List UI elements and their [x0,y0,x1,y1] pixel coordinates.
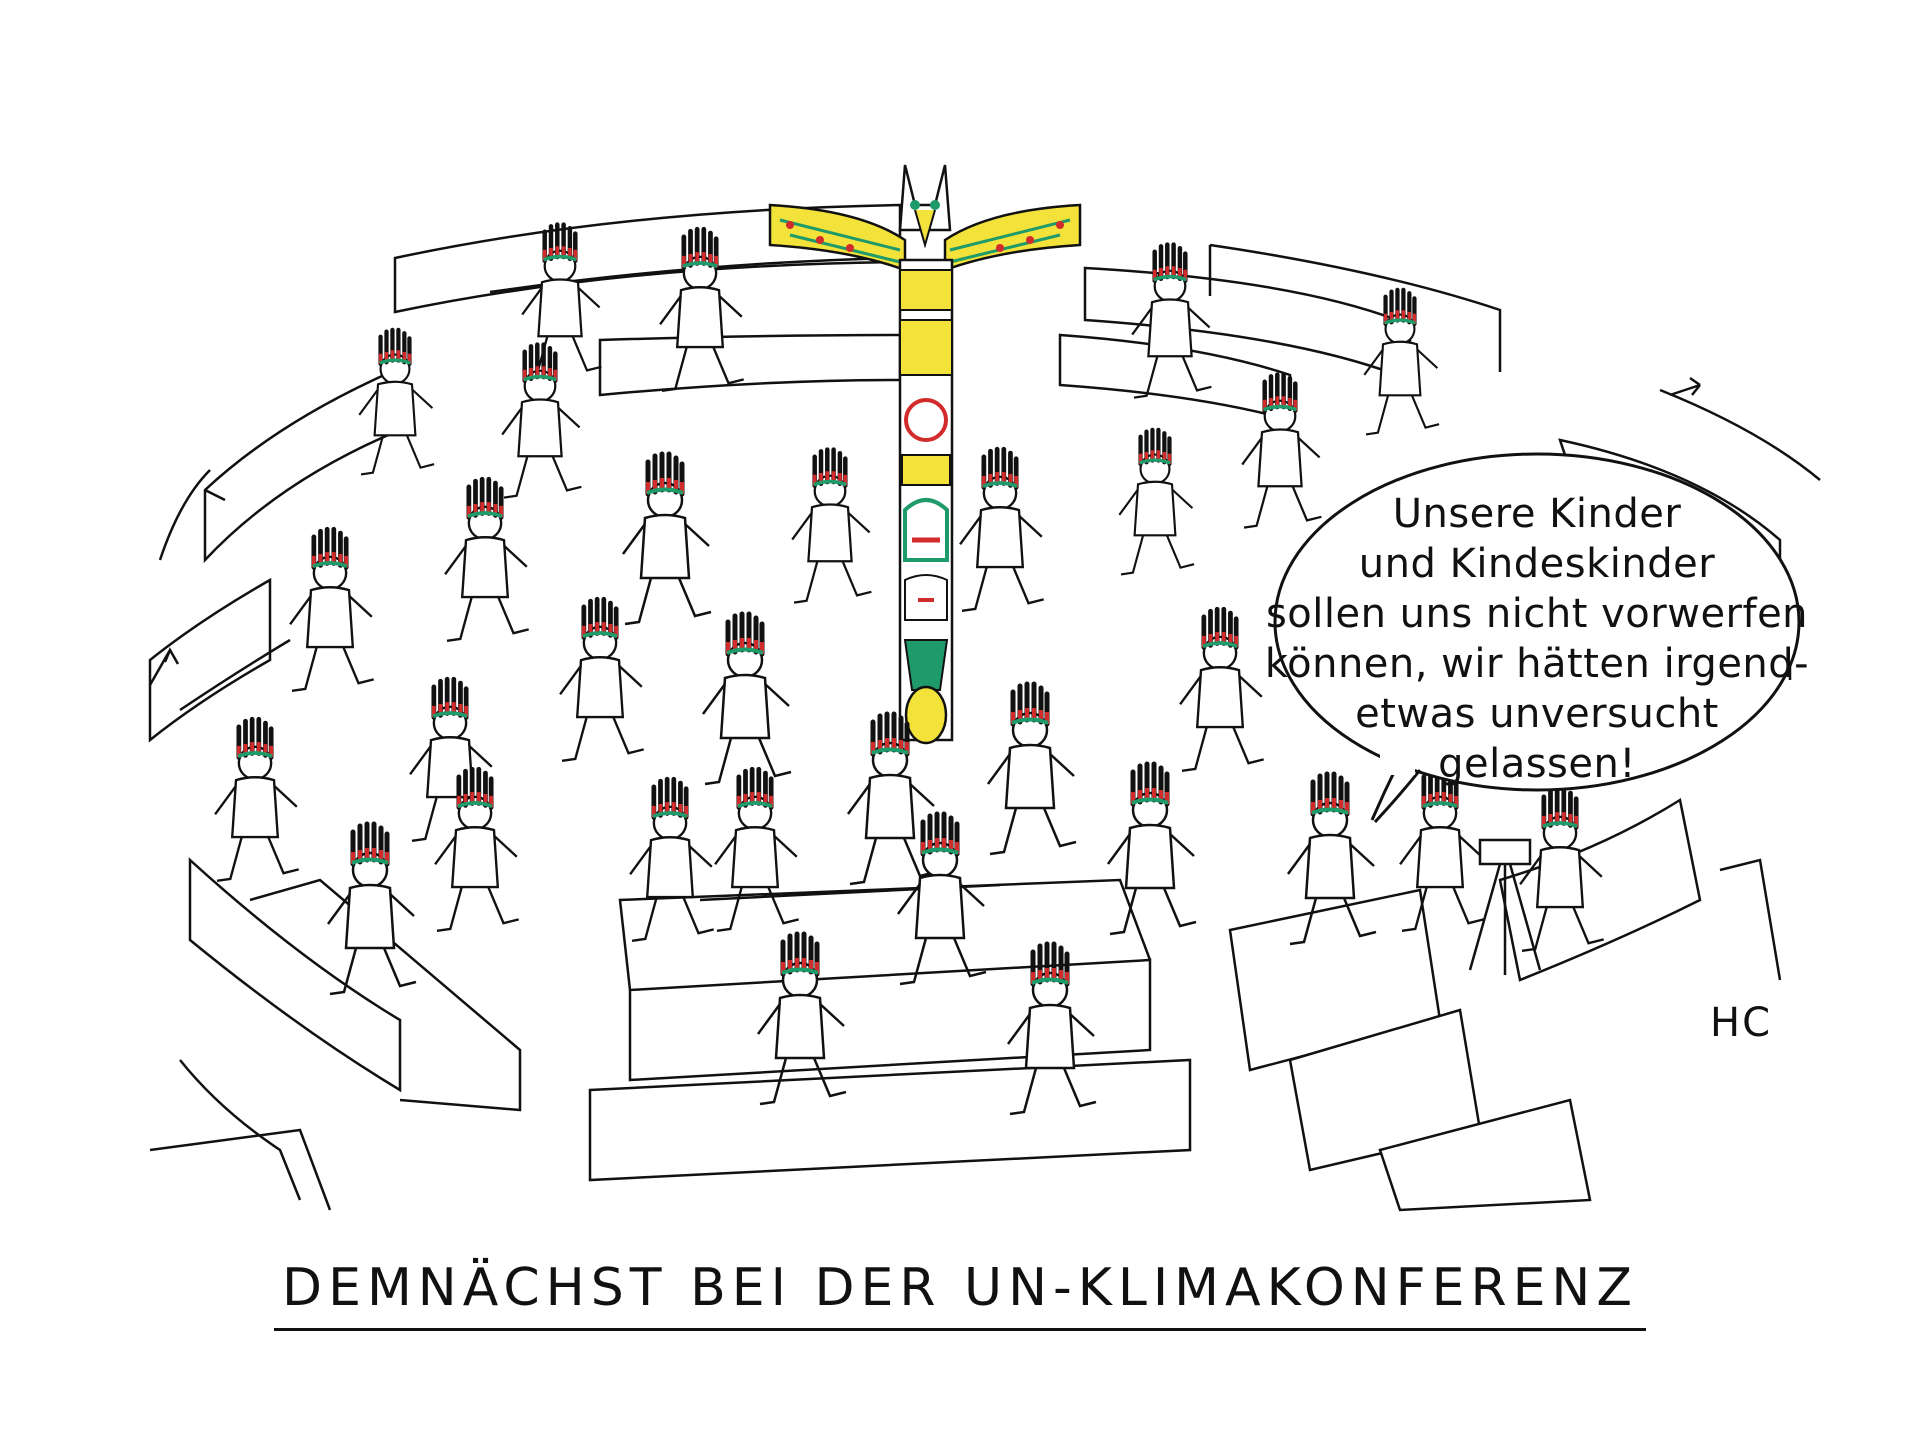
speech-bubble-line-3: sollen uns nicht vorwerfen [1266,591,1808,637]
caption-text: DEMNÄCHST BEI DER UN-KLIMAKONFERENZ [274,1258,1646,1331]
speech-bubble-line-1: Unsere Kinder [1393,491,1682,537]
benches [148,203,1821,1212]
speech-bubble: Unsere Kinder und Kindeskinder sollen un… [1265,452,1809,824]
speech-bubble-line-2: und Kindeskinder [1359,541,1715,587]
speech-bubble-line-4: können, wir hätten irgend- [1265,641,1809,687]
totem-pole [768,164,1082,745]
arrow-icon [148,376,1701,686]
artist-signature: HC [1710,1000,1773,1046]
speech-bubble-line-5: etwas unversucht [1355,691,1719,737]
speech-bubble-line-6: gelassen! [1438,741,1636,787]
camera-icon [1468,838,1542,975]
caption: DEMNÄCHST BEI DER UN-KLIMAKONFERENZ [0,1258,1920,1331]
